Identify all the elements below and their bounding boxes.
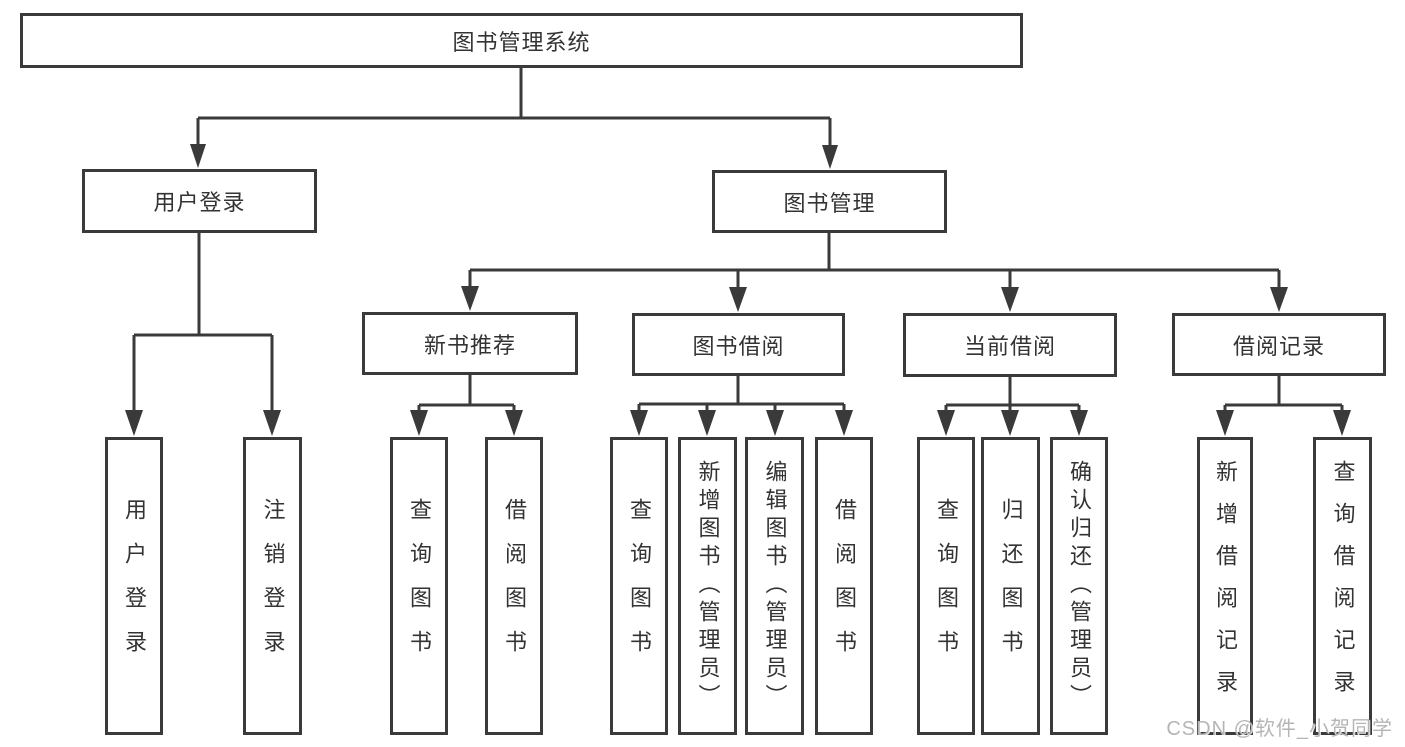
connector-book-borrowing-children	[630, 376, 853, 436]
node-label: 查询图书	[627, 498, 652, 674]
node-label: 借阅图书	[832, 498, 857, 674]
connector-current-borrowing-children	[937, 377, 1088, 436]
leaf-edit-books-admin: 编辑图书（管理员）	[745, 437, 804, 735]
node-label: 查询图书	[934, 498, 959, 674]
node-label: 图书管理系统	[452, 29, 591, 55]
node-label: 新增借阅记录	[1213, 460, 1238, 712]
leaf-user-login: 用户登录	[105, 437, 163, 735]
node-label: 图书管理	[783, 190, 876, 216]
node-current-borrowing: 当前借阅	[903, 313, 1117, 377]
node-label: 借阅图书	[502, 498, 527, 674]
leaf-query-books-b: 查询图书	[610, 437, 668, 735]
node-label: 用户登录	[122, 498, 147, 674]
connector-root-to-level2	[190, 68, 838, 169]
node-new-book-recommend: 新书推荐	[362, 312, 578, 375]
connector-new-book-recommend-children	[410, 375, 523, 436]
leaf-logout-login: 注销登录	[243, 437, 302, 735]
leaf-query-books-c: 查询图书	[917, 437, 975, 735]
leaf-query-books-a: 查询图书	[390, 437, 448, 735]
node-label: 用户登录	[153, 190, 246, 215]
node-label: 新书推荐	[423, 332, 516, 358]
node-label: 新增图书（管理员）	[695, 460, 721, 712]
node-label: 归还图书	[998, 498, 1024, 674]
node-label: 编辑图书（管理员）	[762, 460, 788, 712]
node-library-management-system: 图书管理系统	[20, 13, 1023, 68]
node-label: 注销登录	[260, 498, 286, 674]
node-book-borrowing: 图书借阅	[632, 313, 845, 376]
leaf-borrow-books-b: 借阅图书	[815, 437, 873, 735]
leaf-return-books: 归还图书	[981, 437, 1040, 735]
node-book-management: 图书管理	[712, 170, 947, 233]
connector-book-management-children	[461, 233, 1288, 312]
leaf-confirm-return-admin: 确认归还（管理员）	[1050, 437, 1108, 735]
node-label: 当前借阅	[963, 334, 1056, 359]
node-borrowing-records: 借阅记录	[1172, 313, 1386, 376]
node-label: 图书借阅	[692, 333, 785, 359]
node-label: 确认归还（管理员）	[1067, 460, 1092, 712]
leaf-add-books-admin: 新增图书（管理员）	[678, 437, 737, 735]
connector-borrowing-records-children	[1216, 376, 1351, 436]
node-user-login: 用户登录	[82, 169, 317, 233]
leaf-borrow-books-a: 借阅图书	[485, 437, 543, 735]
watermark: CSDN @软件_小贺同学	[1166, 718, 1393, 740]
node-label: 查询借阅记录	[1330, 460, 1356, 712]
leaf-add-borrow-record: 新增借阅记录	[1197, 437, 1253, 735]
node-label: 查询图书	[407, 498, 432, 674]
node-label: 借阅记录	[1232, 333, 1325, 359]
connector-user-login-children	[125, 233, 281, 436]
leaf-query-borrow-record: 查询借阅记录	[1313, 437, 1372, 735]
